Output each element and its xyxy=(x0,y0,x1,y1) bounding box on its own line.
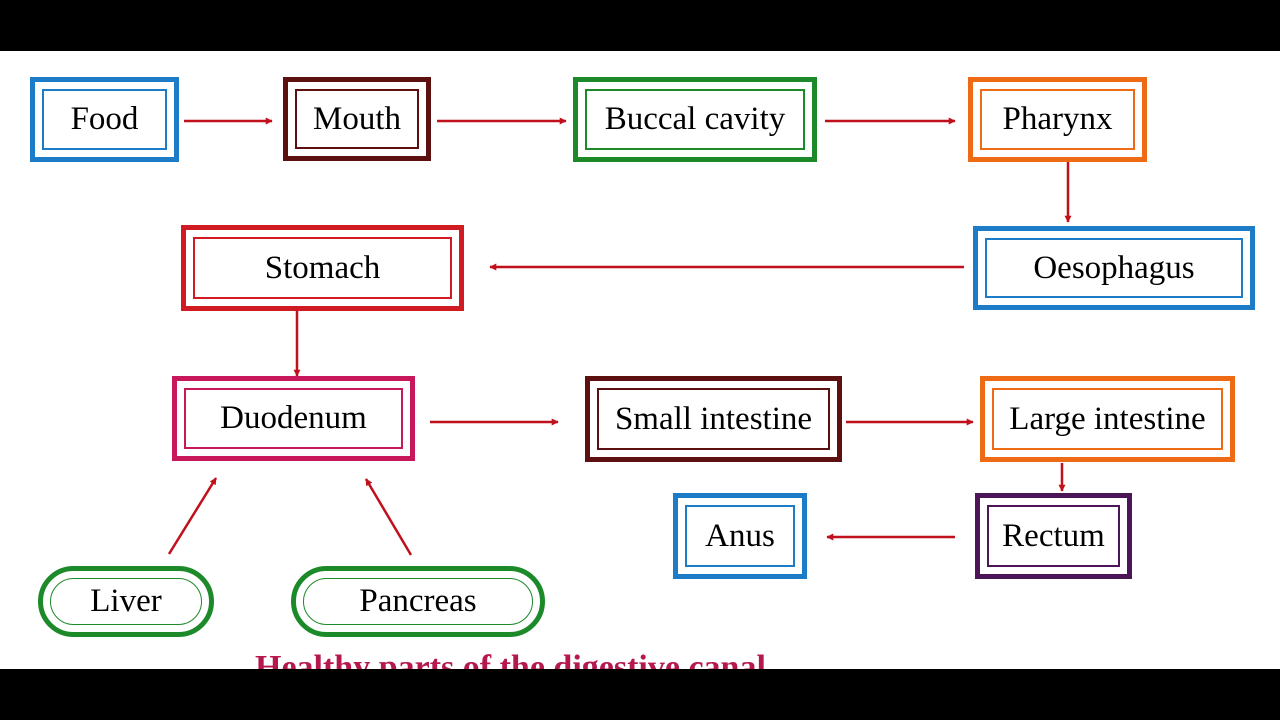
node-pancreas: Pancreas xyxy=(291,566,545,637)
arrow-pancreas-duodenum xyxy=(364,478,413,556)
node-mouth: Mouth xyxy=(283,77,431,161)
node-anus-inner-border xyxy=(685,505,795,567)
node-liver: Liver xyxy=(38,566,214,637)
node-food-inner-border xyxy=(42,89,167,150)
node-pancreas-label: Pancreas xyxy=(359,583,477,619)
arrow-liver-duodenum xyxy=(167,477,218,555)
node-large-intestine-inner-border xyxy=(992,388,1223,450)
node-rectum-label: Rectum xyxy=(1002,517,1105,554)
node-stomach: Stomach xyxy=(181,225,464,311)
node-food: Food xyxy=(30,77,179,162)
node-anus: Anus xyxy=(673,493,807,579)
node-rectum-inner-border xyxy=(987,505,1120,567)
node-pancreas-inner-border xyxy=(303,578,533,625)
node-duodenum-inner-border xyxy=(184,388,403,449)
node-small-intestine-label: Small intestine xyxy=(614,400,813,437)
caption-cut-off: Healthy parts of the digestive canal xyxy=(255,649,766,669)
flow-arrows xyxy=(167,117,1072,556)
node-oesophagus-inner-border xyxy=(985,238,1243,298)
node-anus-label: Anus xyxy=(705,517,775,554)
node-stomach-inner-border xyxy=(193,237,452,299)
node-stomach-label: Stomach xyxy=(264,249,381,286)
node-buccal-cavity-label: Buccal cavity xyxy=(604,101,786,137)
node-pharynx: Pharynx xyxy=(968,77,1147,162)
node-liver-label: Liver xyxy=(90,583,162,619)
letterbox-bottom xyxy=(0,669,1280,720)
diagram-canvas: Food Mouth Buccal cavity Pharynx Oesopha… xyxy=(0,51,1280,669)
node-small-intestine: Small intestine xyxy=(585,376,842,462)
node-large-intestine: Large intestine xyxy=(980,376,1235,462)
node-duodenum: Duodenum xyxy=(172,376,415,461)
node-pharynx-inner-border xyxy=(980,89,1135,150)
node-pharynx-label: Pharynx xyxy=(1002,101,1113,137)
node-oesophagus: Oesophagus xyxy=(973,226,1255,310)
node-mouth-inner-border xyxy=(295,89,419,149)
letterbox-top xyxy=(0,0,1280,51)
node-duodenum-label: Duodenum xyxy=(220,400,367,436)
node-liver-inner-border xyxy=(50,578,202,625)
node-buccal-cavity-inner-border xyxy=(585,89,805,150)
node-large-intestine-label: Large intestine xyxy=(1009,400,1206,437)
node-mouth-label: Mouth xyxy=(312,100,401,137)
node-small-intestine-inner-border xyxy=(597,388,830,450)
node-rectum: Rectum xyxy=(975,493,1132,579)
node-food-label: Food xyxy=(70,101,139,137)
node-buccal-cavity: Buccal cavity xyxy=(573,77,817,162)
node-oesophagus-label: Oesophagus xyxy=(1033,249,1195,286)
